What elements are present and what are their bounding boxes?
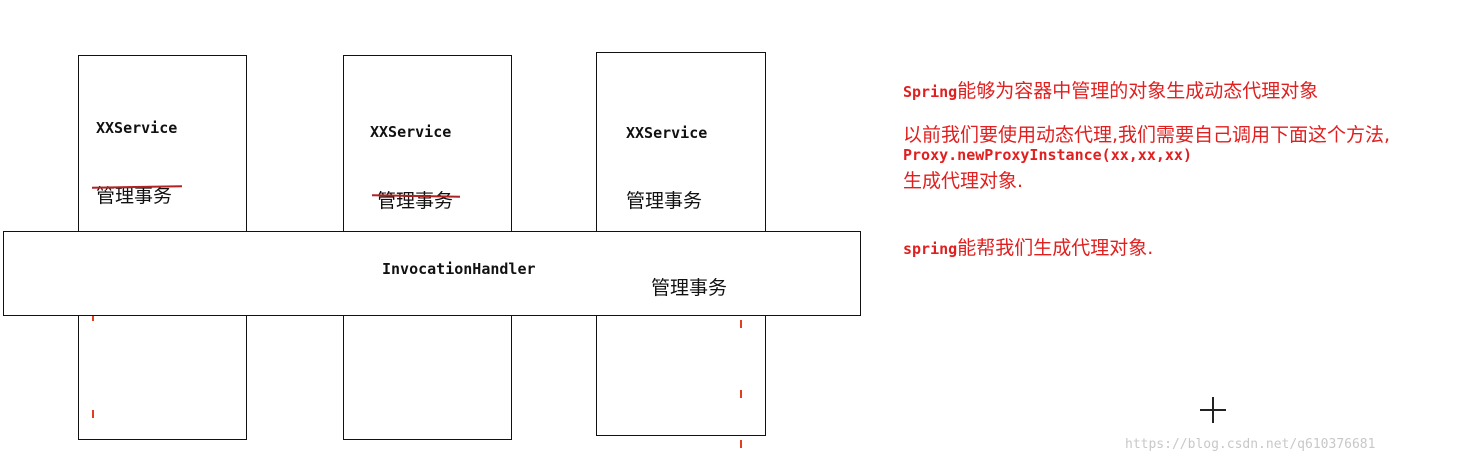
stray-mark-3 <box>740 320 742 328</box>
tx-label-3: 管理事务 <box>626 190 703 212</box>
stray-mark-2 <box>92 410 94 418</box>
stray-mark-1 <box>92 316 94 321</box>
invocation-handler-band <box>3 231 861 316</box>
stray-mark-5 <box>740 440 742 448</box>
watermark: https://blog.csdn.net/q610376681 <box>1125 437 1376 452</box>
note-line-1-prefix: Spring <box>903 83 958 101</box>
note-line-1: Spring能够为容器中管理的对象生成动态代理对象 <box>903 76 1318 103</box>
tx-label-1: 管理事务 <box>96 185 173 207</box>
handler-tx-label: 管理事务 <box>651 277 728 299</box>
tx-label-2: 管理事务 <box>377 190 454 212</box>
stray-mark-4 <box>740 390 742 398</box>
note-line-5-rest: 能帮我们生成代理对象. <box>957 237 1154 259</box>
note-line-2: 以前我们要使用动态代理,我们需要自己调用下面这个方法, <box>903 124 1391 146</box>
invocation-handler-label: InvocationHandler <box>382 260 536 278</box>
note-line-1-rest: 能够为容器中管理的对象生成动态代理对象 <box>957 80 1319 102</box>
service-label-1: XXService <box>96 119 178 137</box>
note-line-3: Proxy.newProxyInstance(xx,xx,xx) <box>903 146 1192 164</box>
service-label-3: XXService <box>626 124 708 142</box>
crosshair-cursor-icon <box>1200 397 1226 423</box>
note-line-5-prefix: spring <box>903 240 958 258</box>
note-line-4: 生成代理对象. <box>903 170 1024 192</box>
note-line-5: spring能帮我们生成代理对象. <box>903 233 1153 260</box>
service-label-2: XXService <box>370 123 452 141</box>
